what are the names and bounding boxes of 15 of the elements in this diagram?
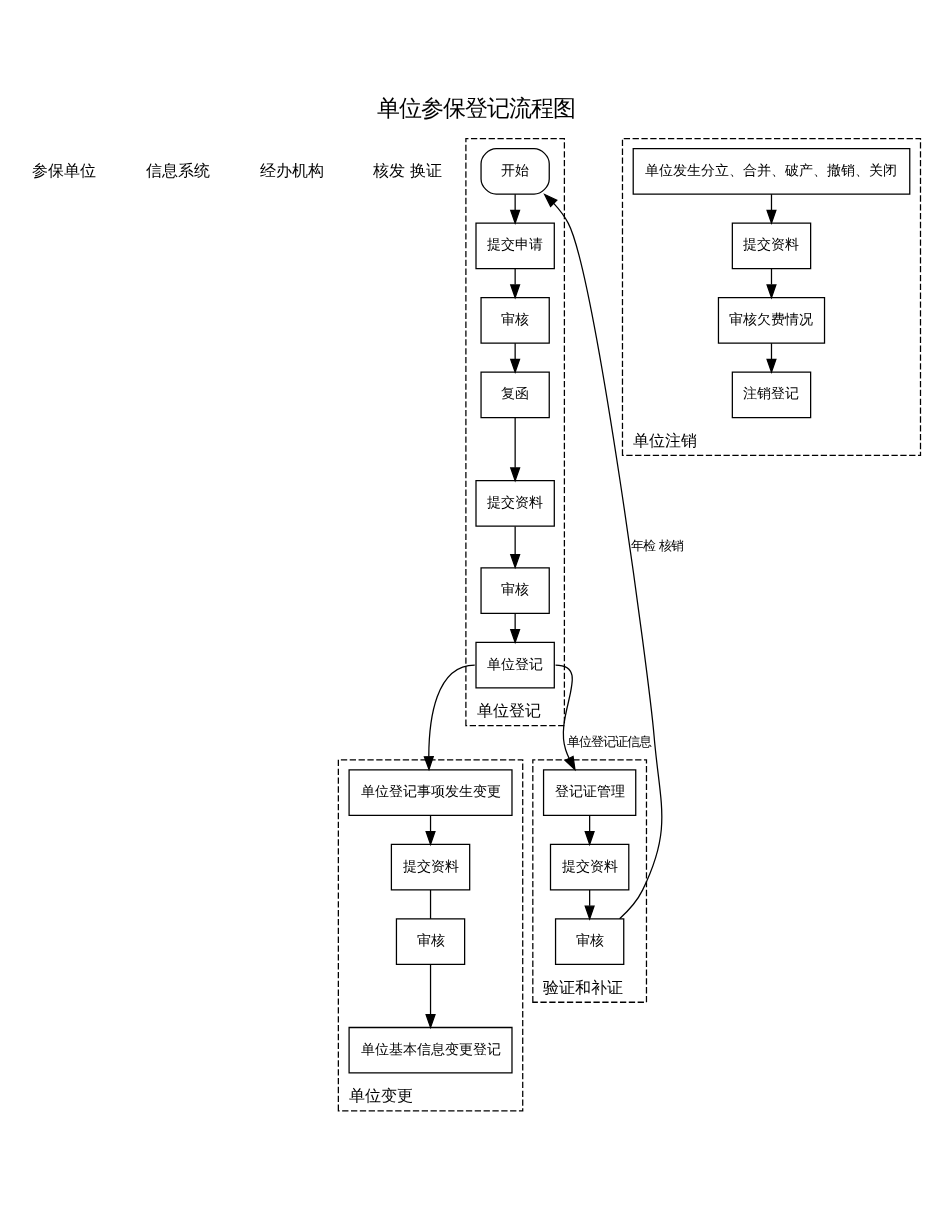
arrow	[423, 664, 476, 772]
arrow	[509, 417, 521, 483]
arrow	[509, 268, 521, 300]
arrow	[425, 964, 436, 1030]
arrow	[509, 342, 521, 374]
arrow	[509, 525, 521, 570]
label: 参保单位	[32, 159, 97, 180]
diagram-title: 单位参保登记流程图	[377, 94, 575, 123]
label: 核发 换证	[373, 159, 443, 180]
label: 信息系统	[145, 159, 210, 180]
arrow	[509, 612, 521, 645]
arrow	[509, 193, 521, 225]
arrow	[543, 193, 663, 920]
label: 经办机构	[259, 159, 324, 180]
connector	[429, 889, 432, 920]
